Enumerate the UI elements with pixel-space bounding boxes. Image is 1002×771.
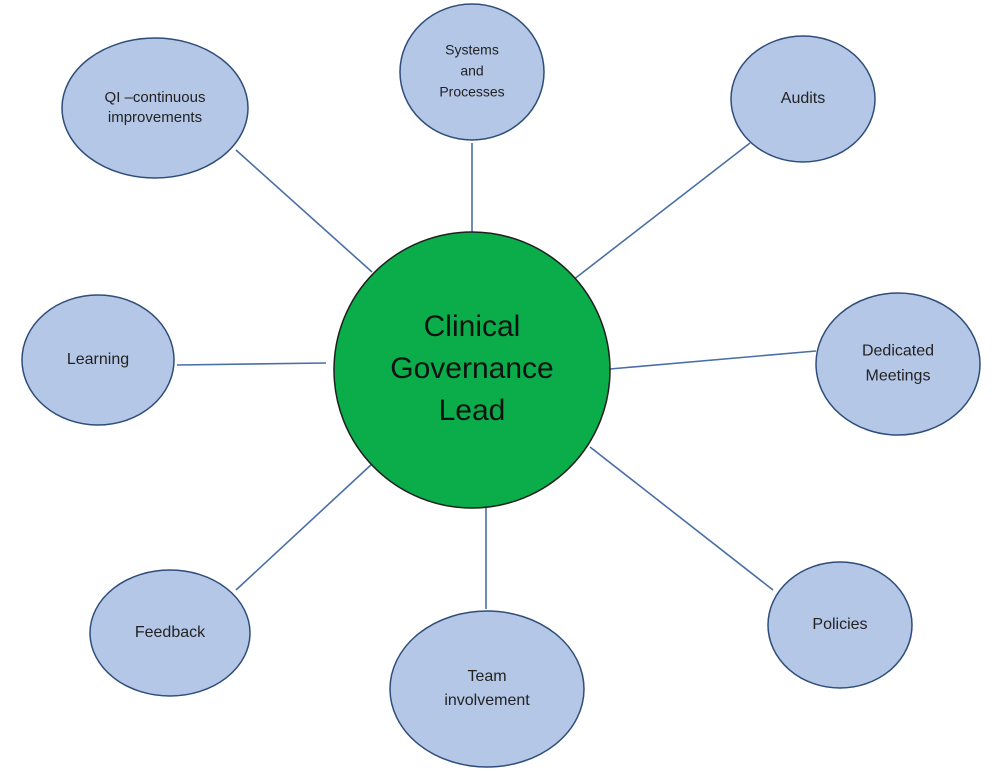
node-ellipse-policies [767,561,913,689]
node-label-line: Meetings [866,368,931,385]
node-ellipse-dedicated-meetings [815,292,981,436]
node-policies: Policies [767,561,913,689]
nodes: QI –continuous improvements Systems andProc… [21,3,981,768]
node-team-involvement: Team involvement [389,610,585,768]
node-label-line: improvements [108,109,202,126]
connector-dedicated-meetings [609,350,817,370]
node-feedback: Feedback [89,569,251,697]
center-circle [333,231,611,509]
node-label-line: Learning [67,351,129,368]
node-label-line: and [460,63,483,79]
connector-audits [572,142,751,281]
connector-feedback [235,462,374,591]
node-label-line: QI –continuous [105,89,206,106]
node-ellipse-audits [730,35,876,163]
node-audits: Audits [730,35,876,163]
node-ellipse-qi [61,37,249,179]
center-label-line: Lead [439,394,506,427]
connector-policies [589,446,774,591]
node-label-line: Dedicated [862,343,934,360]
node-label-line: involvement [444,692,530,709]
node-ellipse-learning [21,294,175,426]
center-label-line: Clinical [424,310,521,343]
connectors [176,142,817,609]
node-label-line: Feedback [135,624,206,641]
node-label-line: Processes [439,84,504,100]
node-label-line: Systems [445,42,499,58]
connector-qi [235,149,373,273]
node-ellipse-feedback [89,569,251,697]
node-ellipse-systems [399,3,545,141]
node-learning: Learning [21,294,175,426]
connector-learning [176,362,327,366]
node-label-line: Team [467,668,506,685]
node-qi: QI –continuous improvements [61,37,249,179]
center-label-line: Governance [390,352,553,385]
node-label-line: Policies [812,616,867,633]
node-ellipse-team-involvement [389,610,585,768]
node-label-line: Audits [781,90,825,107]
